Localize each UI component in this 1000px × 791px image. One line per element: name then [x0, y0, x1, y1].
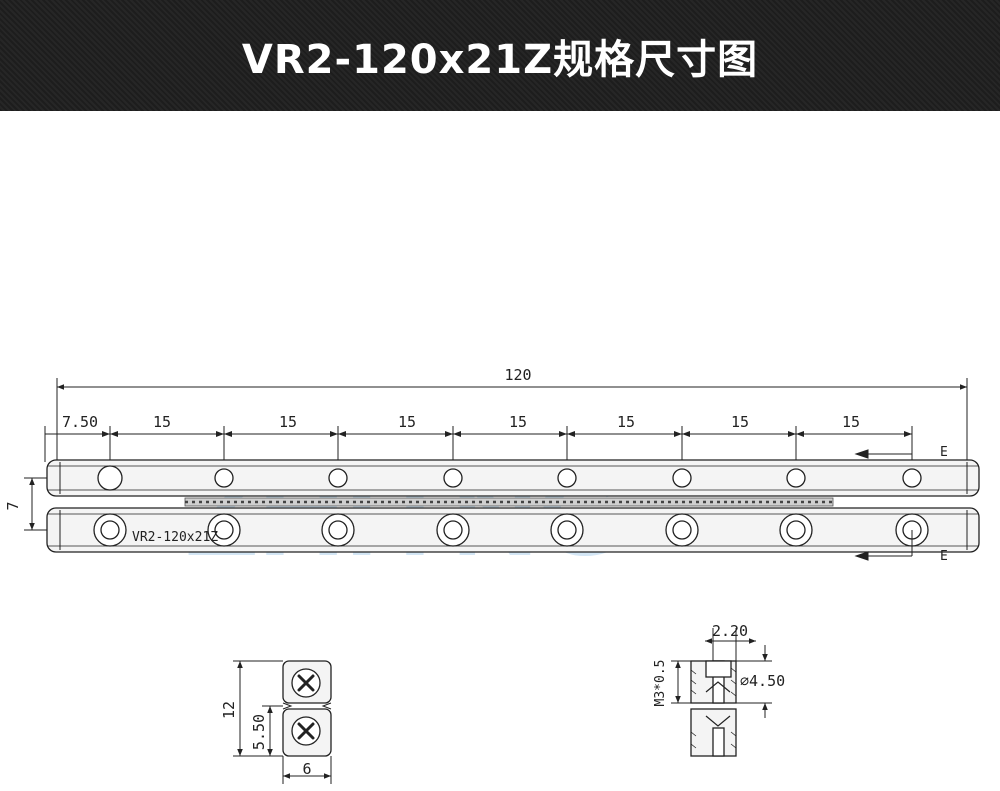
height-dimension [24, 477, 47, 531]
thread-label: M3*0.5 [653, 660, 668, 707]
upper-rail [46, 459, 980, 497]
overall-length-dimension [56, 378, 968, 462]
pitch-label: 15 [842, 413, 860, 431]
hole-offset-label: 2.20 [712, 622, 748, 640]
end-view-left [282, 660, 332, 757]
roller-cage [184, 497, 834, 507]
total-height-label: 12 [220, 701, 238, 719]
page-title: VR2-120x21Z规格尺寸图 [241, 36, 759, 83]
width-label: 6 [302, 760, 311, 778]
upper-mounting-holes [97, 465, 922, 491]
pitch-label: 15 [731, 413, 749, 431]
end-view-right-dimensions [671, 628, 772, 718]
part-label: VR2-120x21Z [132, 530, 218, 545]
pitch-label: 15 [153, 413, 171, 431]
end-arrows [854, 449, 913, 561]
end-view-right [690, 660, 737, 757]
pitch-label: 15 [279, 413, 297, 431]
title-banner: VR2-120x21Z规格尺寸图 [0, 0, 1000, 111]
overall-length-label: 120 [504, 366, 531, 384]
first-offset-label: 7.50 [62, 413, 98, 431]
half-height-label: 5.50 [250, 714, 268, 750]
end-mark-bottom: E [940, 549, 948, 564]
end-view-left-dimensions [233, 660, 332, 784]
height-label: 7 [4, 501, 22, 510]
pitch-label: 15 [509, 413, 527, 431]
pitch-label: 15 [617, 413, 635, 431]
pitch-label: 15 [398, 413, 416, 431]
end-mark-top: E [940, 445, 948, 460]
counterbore-label: ∅4.50 [740, 672, 785, 690]
